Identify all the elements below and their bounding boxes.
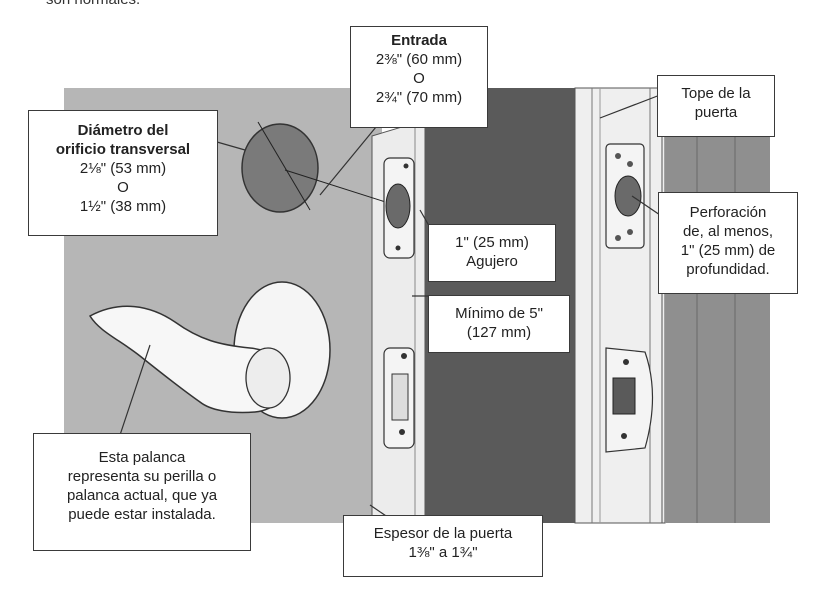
entrada-line1: 2⅜" (60 mm) xyxy=(375,51,463,68)
diametro-title2: orificio transversal xyxy=(55,141,191,158)
tope-line1: Tope de la xyxy=(681,85,751,102)
callout-diametro: Diámetro del orificio transversal 2⅛" (5… xyxy=(28,110,218,236)
diametro-or: O xyxy=(117,179,129,196)
palanca-line4: puede estar instalada. xyxy=(68,506,216,523)
callout-minimo: Mínimo de 5" (127 mm) xyxy=(428,295,570,353)
tope-line2: puerta xyxy=(694,104,738,121)
top-note: son normales. xyxy=(46,0,140,8)
diametro-line1: 2⅛" (53 mm) xyxy=(79,160,167,177)
perforacion-line3: 1" (25 mm) de xyxy=(680,242,776,259)
espesor-line2: 1⅜" a 1¾" xyxy=(408,544,478,561)
diametro-title1: Diámetro del xyxy=(77,122,169,139)
entrada-line2: 2¾" (70 mm) xyxy=(375,89,463,106)
palanca-line2: representa su perilla o xyxy=(67,468,217,485)
callout-palanca: Esta palanca representa su perilla o pal… xyxy=(33,433,251,551)
callout-espesor: Espesor de la puerta 1⅜" a 1¾" xyxy=(343,515,543,577)
minimo-line2: (127 mm) xyxy=(466,324,532,341)
entrada-or: O xyxy=(413,70,425,87)
callout-agujero: 1" (25 mm) Agujero xyxy=(428,224,556,282)
perforacion-line2: de, al menos, xyxy=(682,223,774,240)
palanca-line1: Esta palanca xyxy=(98,449,186,466)
diametro-line2: 1½" (38 mm) xyxy=(79,198,167,215)
callout-tope: Tope de la puerta xyxy=(657,75,775,137)
agujero-line2: Agujero xyxy=(466,253,518,270)
perforacion-line1: Perforación xyxy=(689,204,767,221)
callout-entrada: Entrada 2⅜" (60 mm) O 2¾" (70 mm) xyxy=(350,26,488,128)
perforacion-line4: profundidad. xyxy=(686,261,770,278)
entrada-title: Entrada xyxy=(391,32,447,49)
espesor-line1: Espesor de la puerta xyxy=(373,525,513,542)
callout-perforacion: Perforación de, al menos, 1" (25 mm) de … xyxy=(658,192,798,294)
wall-panels xyxy=(665,88,770,523)
agujero-line1: 1" (25 mm) xyxy=(455,234,529,251)
minimo-line1: Mínimo de 5" xyxy=(455,305,543,322)
cross-bore-hole xyxy=(241,123,319,213)
palanca-line3: palanca actual, que ya xyxy=(66,487,218,504)
